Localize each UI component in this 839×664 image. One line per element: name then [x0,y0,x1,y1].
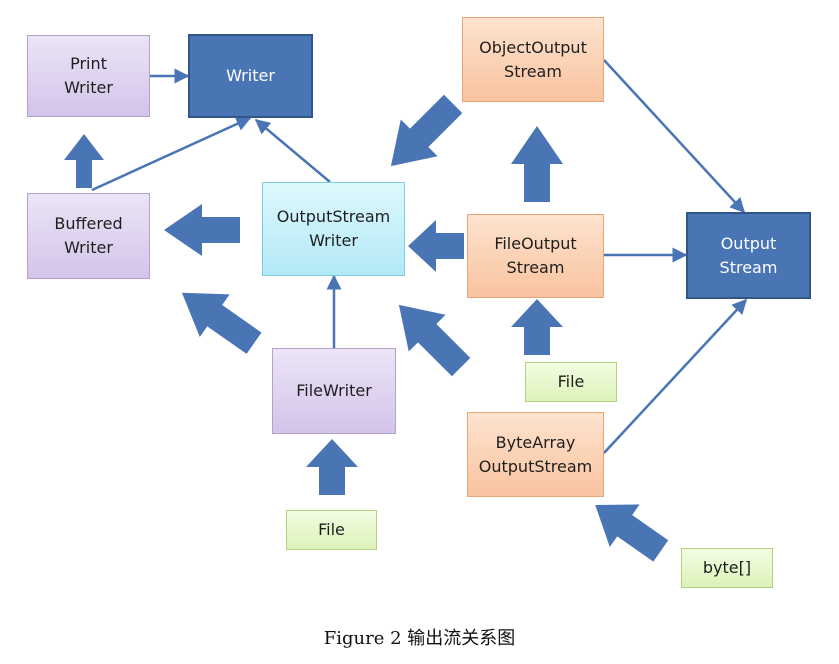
block-arrow-file-to-fileoutput [511,299,563,355]
node-buffered-writer: Buffered Writer [27,193,150,279]
node-file-writer: FileWriter [272,348,396,434]
figure-caption: Figure 2 输出流关系图 [323,628,516,649]
edge-bytearray-outputstream [603,298,748,454]
node-file-left: File [286,510,377,550]
node-writer: Writer [188,34,313,118]
edge-bufferedwriter-writer [91,116,252,192]
block-arrow-buffered-to-print [64,134,104,188]
node-outputstream-writer: OutputStream Writer [262,182,405,276]
node-object-output-stream: ObjectOutput Stream [462,17,604,102]
edge-outputstreamwriter-writer [254,119,331,183]
block-arrow-fileoutput-to-oswriter [408,220,464,272]
block-arrow-oswriter-to-buffered [164,204,240,256]
node-output-stream: Output Stream [686,212,811,299]
block-arrow-objectoutput-to-oswriter [390,94,463,167]
node-file-right: File [525,362,617,402]
block-arrow-bytearray-to-oswriter [398,304,471,377]
block-arrow-file-to-filewriter [306,439,358,495]
relationship-diagram [64,59,748,562]
node-byte-array: byte[] [681,548,773,588]
node-file-output-stream: FileOutput Stream [467,214,604,298]
block-arrow-fileoutput-to-objectoutput [511,126,563,202]
edge-objectoutput-outputstream [603,59,746,214]
block-arrow-bytes-to-bytearray [595,504,669,562]
block-arrow-filewriter-to-buffered [181,292,262,354]
node-byte-array-output-stream: ByteArray OutputStream [467,412,604,497]
node-print-writer: Print Writer [27,35,150,117]
